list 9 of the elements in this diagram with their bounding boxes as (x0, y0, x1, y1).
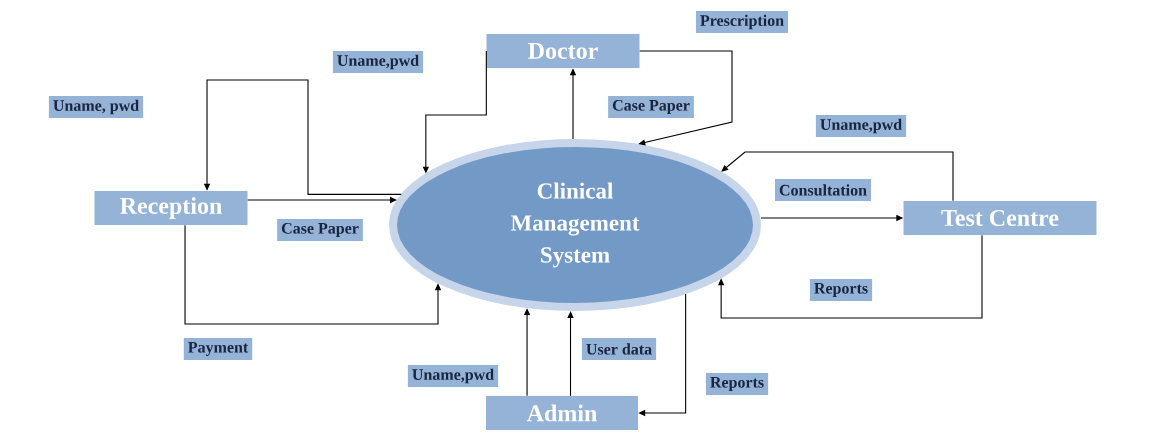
entity-box: Test Centre (903, 201, 1097, 235)
arrow (567, 311, 574, 397)
arrow (718, 234, 983, 319)
edge-label: Case Paper (277, 219, 363, 241)
entity-box: Reception (94, 191, 248, 225)
entity-box: Doctor (486, 34, 640, 68)
arrow (721, 151, 954, 202)
edge-label: Case Paper (608, 96, 694, 118)
entity-box: Admin (486, 396, 638, 430)
